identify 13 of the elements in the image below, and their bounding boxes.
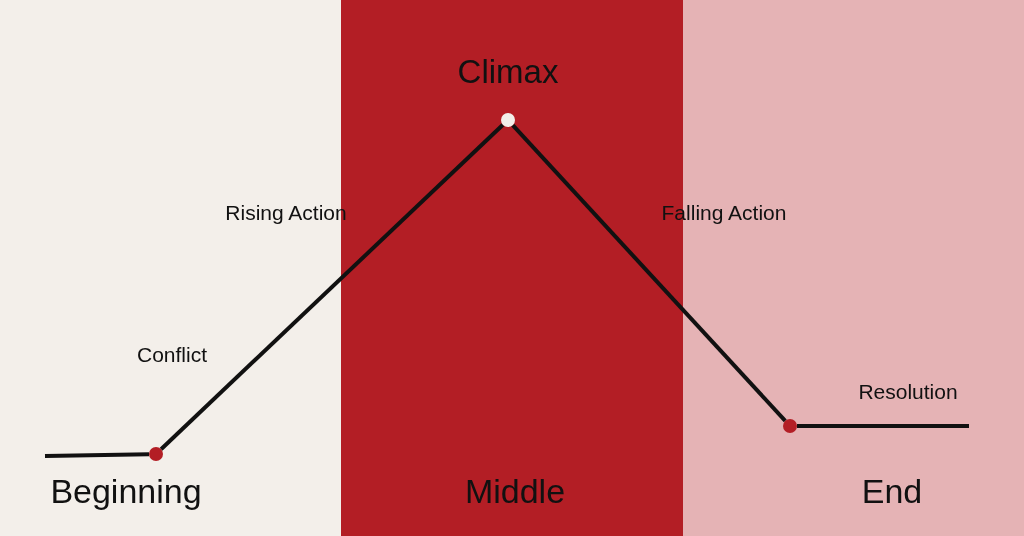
plot-point bbox=[783, 419, 797, 433]
plot-point bbox=[501, 113, 515, 127]
plot-line bbox=[511, 123, 787, 423]
point-label: Climax bbox=[457, 53, 559, 91]
section-label: Beginning bbox=[50, 471, 202, 511]
plot-line bbox=[44, 452, 150, 458]
section-label: End bbox=[861, 471, 923, 511]
plot-line bbox=[797, 424, 969, 428]
point-label: Resolution bbox=[858, 380, 958, 404]
stage-label: Conflict bbox=[137, 343, 207, 367]
plot-point bbox=[149, 447, 163, 461]
section-label: Middle bbox=[464, 471, 566, 511]
plot-line bbox=[159, 123, 505, 451]
